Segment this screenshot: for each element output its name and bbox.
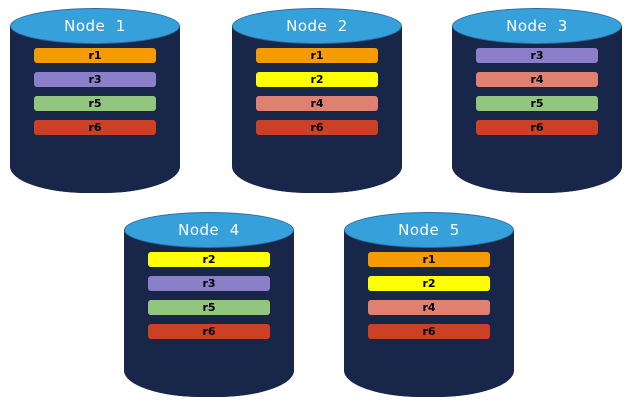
replica-bar[interactable]: r6 (367, 324, 491, 339)
replica-bar[interactable]: r4 (255, 96, 379, 111)
replica-bar[interactable]: r3 (33, 72, 157, 87)
replica-list: r1 r2 r4 r6 (344, 252, 514, 339)
replica-bar[interactable]: r6 (475, 120, 599, 135)
replica-bar[interactable]: r6 (33, 120, 157, 135)
cylinder-top-ellipse (344, 212, 514, 248)
replica-list: r2 r3 r5 r6 (124, 252, 294, 339)
replica-bar[interactable]: r2 (367, 276, 491, 291)
replica-bar[interactable]: r4 (475, 72, 599, 87)
replica-bar[interactable]: r5 (475, 96, 599, 111)
replica-bar[interactable]: r6 (147, 324, 271, 339)
replica-bar[interactable]: r1 (33, 48, 157, 63)
replica-bar[interactable]: r2 (147, 252, 271, 267)
replica-bar[interactable]: r4 (367, 300, 491, 315)
cylinder-top-ellipse (232, 8, 402, 44)
cylinder-top-ellipse (10, 8, 180, 44)
replica-bar[interactable]: r5 (33, 96, 157, 111)
replica-bar[interactable]: r2 (255, 72, 379, 87)
replica-list: r1 r2 r4 r6 (232, 48, 402, 135)
replica-bar[interactable]: r3 (147, 276, 271, 291)
replica-bar[interactable]: r3 (475, 48, 599, 63)
replica-list: r1 r3 r5 r6 (10, 48, 180, 135)
replica-list: r3 r4 r5 r6 (452, 48, 622, 135)
replica-bar[interactable]: r1 (367, 252, 491, 267)
cylinder-top-ellipse (452, 8, 622, 44)
cylinder-top-ellipse (124, 212, 294, 248)
replica-bar[interactable]: r5 (147, 300, 271, 315)
replica-bar[interactable]: r6 (255, 120, 379, 135)
replica-bar[interactable]: r1 (255, 48, 379, 63)
